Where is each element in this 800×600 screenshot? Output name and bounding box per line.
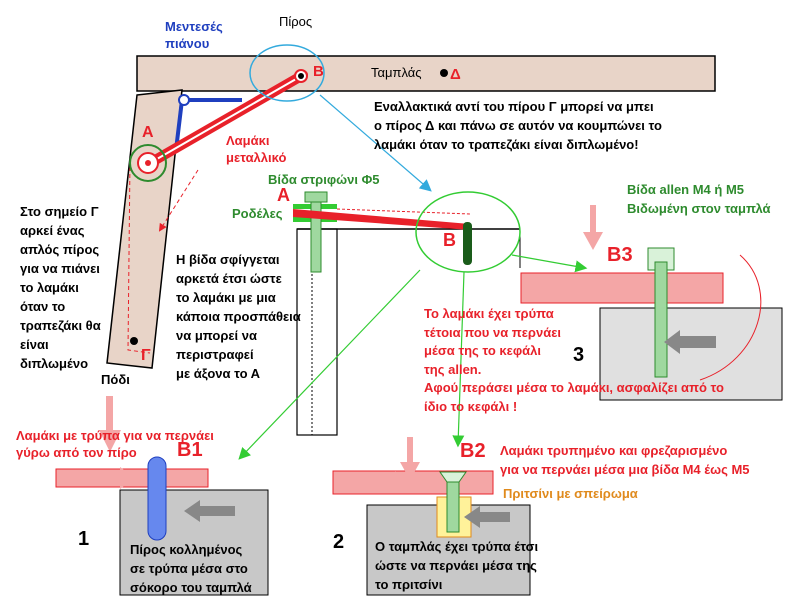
point-gamma	[130, 337, 138, 345]
arrow-left-1	[184, 500, 235, 522]
detail-highlight-b	[249, 44, 325, 102]
allen-shank	[654, 261, 668, 378]
label-washers: Ροδέλες	[232, 206, 283, 221]
detail-plate-rotation	[336, 208, 471, 215]
label-b2: B2	[460, 440, 486, 462]
tabletop-board	[136, 55, 716, 92]
pin-b-dot	[298, 73, 304, 79]
label-b1: B1	[177, 439, 203, 461]
point-a-ring	[129, 144, 167, 182]
point-a-dot	[145, 160, 151, 166]
detail-plate	[293, 209, 470, 230]
label-insert: Πριτσίνι με σπείρωμα	[503, 486, 638, 501]
label-b-detail: B	[443, 230, 456, 250]
block-3	[599, 307, 783, 401]
screw-head	[304, 191, 328, 203]
curve-3	[699, 254, 762, 381]
label-plate-hole-note: Λαμάκι με τρύπα για να περνάει γύρω από …	[16, 428, 214, 460]
label-alternative-note: Εναλλακτικά αντί του πίρου Γ μπορεί να μ…	[374, 99, 662, 152]
label-hinges: Μεντεσές πιάνου	[165, 19, 223, 51]
arrow-down-3	[583, 205, 603, 250]
label-a-left: A	[142, 124, 154, 141]
metal-plate-inner	[149, 74, 304, 164]
screw-shank	[310, 201, 322, 273]
hinge-pivot	[178, 94, 190, 106]
point-delta-dot	[440, 69, 448, 77]
label-delta: Δ	[450, 66, 461, 83]
label-leg: Πόδι	[101, 372, 130, 387]
label-tabletop-hole-note: Ο ταμπλάς έχει τρύπα έτσι ώστε να περνάε…	[375, 539, 539, 592]
arrow-down-2	[400, 437, 420, 480]
arrow-left-2	[464, 506, 510, 528]
detail-pointer	[319, 94, 432, 192]
detail-pin-b	[463, 222, 472, 265]
label-screw-note: Η βίδα σφίγγεται αρκετά έτσι ώστε το λαμ…	[176, 252, 301, 381]
detail-highlight-b-green	[415, 191, 521, 273]
label-allen-note: Το λαμάκι έχει τρύπα τέτοια που να περνά…	[424, 306, 724, 414]
label-allen: Βίδα allen M4 ή M5 Βιδωμένη στον ταμπλά	[627, 182, 771, 216]
arrow-right-2	[361, 471, 411, 493]
screw-2	[446, 481, 460, 533]
label-gamma: Γ	[141, 347, 151, 364]
label-number-1: 1	[78, 528, 90, 550]
label-a-detail: A	[277, 185, 290, 205]
arrow-right-3	[562, 276, 616, 300]
arrow-left-3	[664, 330, 716, 354]
label-b3: B3	[607, 244, 633, 266]
label-tabletop: Ταμπλάς	[371, 65, 422, 80]
pointer-to-3	[511, 254, 588, 273]
pointer-to-2	[452, 271, 465, 448]
label-number-3: 3	[573, 344, 585, 366]
label-pin-top: Πίρος	[279, 14, 313, 29]
arrow-down-1	[99, 396, 121, 452]
label-b-top: B	[313, 63, 324, 80]
pin-1	[147, 456, 167, 541]
label-number-2: 2	[333, 531, 345, 553]
rotation-arrow	[158, 169, 199, 232]
plate-3	[520, 272, 724, 304]
leg-dashed-guide	[127, 159, 151, 354]
label-countersunk-note: Λαμάκι τρυπημένο και φρεζαρισμένο για να…	[500, 443, 750, 477]
label-gamma-note: Στο σημείο Γ αρκεί ένας απλός πίρος για …	[20, 204, 101, 371]
label-pin-note: Πίρος κολλημένος σε τρύπα μέσα στο σόκορ…	[130, 542, 252, 595]
label-screw: Βίδα στριφώνι Φ5	[268, 172, 380, 187]
arrow-right-1	[84, 467, 136, 489]
label-metal-plate: Λαμάκι μεταλλικό	[226, 133, 287, 165]
pointer-to-1	[238, 269, 421, 460]
